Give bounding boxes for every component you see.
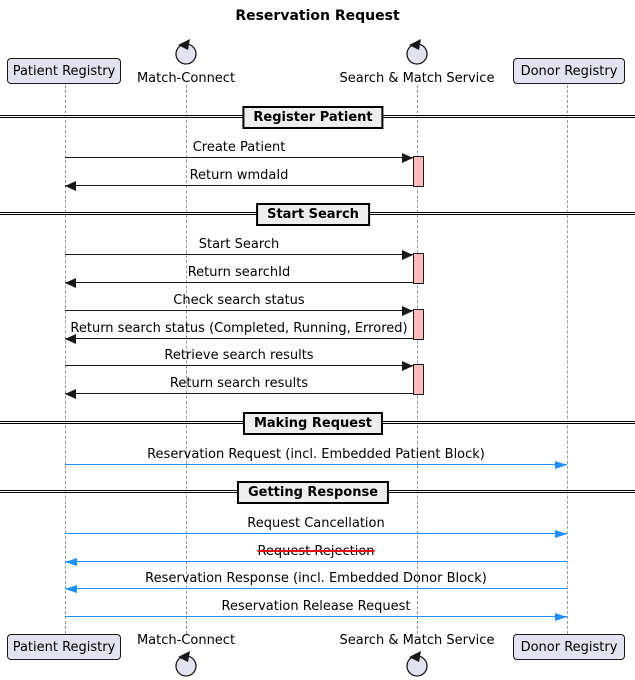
- activation-bar-3: [413, 364, 424, 395]
- message-label-6: Retrieve search results: [164, 348, 314, 363]
- participant-label-match-connect-top: Match-Connect: [136, 71, 236, 86]
- message-label-4: Check search status: [173, 293, 305, 308]
- message-arrowhead-12: [555, 612, 567, 621]
- participant-label-match-connect-bottom: Match-Connect: [136, 633, 236, 648]
- participant-label-search-match-service-bottom: Search & Match Service: [339, 633, 495, 648]
- message-line-7: [65, 393, 413, 394]
- activation-bar-2: [413, 309, 424, 340]
- message-line-11: [65, 588, 567, 589]
- control-icon-search-match-service-top: [404, 39, 430, 69]
- message-arrowhead-10: [65, 557, 77, 566]
- message-arrowhead-2: [402, 249, 413, 260]
- message-line-3: [65, 282, 413, 283]
- message-label-12: Reservation Release Request: [221, 599, 411, 614]
- lifeline-match-connect: [185, 85, 187, 634]
- message-label-3: Return searchId: [187, 265, 291, 280]
- message-arrowhead-1: [65, 180, 76, 191]
- message-label-11: Reservation Response (incl. Embedded Don…: [145, 571, 487, 586]
- message-label-9: Request Cancellation: [247, 516, 385, 531]
- message-arrowhead-8: [555, 460, 567, 469]
- message-label-2: Start Search: [198, 237, 280, 252]
- message-line-2: [65, 254, 413, 255]
- message-label-5: Return search status (Completed, Running…: [70, 321, 408, 336]
- participant-label-search-match-service-top: Search & Match Service: [339, 71, 495, 86]
- activation-bar-0: [413, 156, 424, 187]
- message-label-8: Reservation Request (incl. Embedded Pati…: [147, 447, 485, 462]
- control-icon-search-match-service-bottom: [404, 651, 430, 680]
- lifeline-patient-registry: [64, 85, 66, 634]
- message-arrowhead-11: [65, 584, 77, 593]
- divider-label-3: Getting Response: [236, 481, 390, 504]
- participant-box-donor-registry-bottom: Donor Registry: [513, 634, 625, 660]
- participant-box-patient-registry-bottom: Patient Registry: [7, 634, 121, 660]
- message-line-0: [65, 157, 413, 158]
- message-arrowhead-7: [65, 388, 76, 399]
- message-arrowhead-9: [555, 529, 567, 538]
- participant-box-donor-registry-top: Donor Registry: [513, 58, 625, 84]
- message-line-1: [65, 185, 413, 186]
- message-line-10: [65, 561, 567, 562]
- message-line-4: [65, 310, 413, 311]
- message-arrowhead-3: [65, 277, 76, 288]
- lifeline-donor-registry: [566, 85, 568, 634]
- lifeline-search-match-service: [416, 85, 418, 634]
- diagram-title: Reservation Request: [235, 8, 400, 24]
- control-icon-match-connect-bottom: [173, 651, 199, 680]
- message-label-10: Request Rejection: [257, 544, 375, 559]
- message-label-7: Return search results: [169, 376, 309, 391]
- message-line-12: [65, 616, 567, 617]
- message-arrowhead-4: [402, 305, 413, 316]
- activation-bar-1: [413, 253, 424, 284]
- message-label-1: Return wmdaId: [189, 168, 289, 183]
- message-label-0: Create Patient: [192, 140, 286, 155]
- message-arrowhead-0: [402, 152, 413, 163]
- divider-label-0: Register Patient: [242, 106, 384, 129]
- control-icon-match-connect-top: [173, 39, 199, 69]
- divider-label-2: Making Request: [242, 412, 384, 435]
- divider-label-1: Start Search: [256, 203, 370, 226]
- participant-box-patient-registry-top: Patient Registry: [7, 58, 121, 84]
- message-line-6: [65, 365, 413, 366]
- message-line-8: [65, 464, 567, 465]
- message-arrowhead-6: [402, 360, 413, 371]
- message-arrowhead-5: [65, 333, 76, 344]
- message-line-9: [65, 533, 567, 534]
- message-line-5: [65, 338, 413, 339]
